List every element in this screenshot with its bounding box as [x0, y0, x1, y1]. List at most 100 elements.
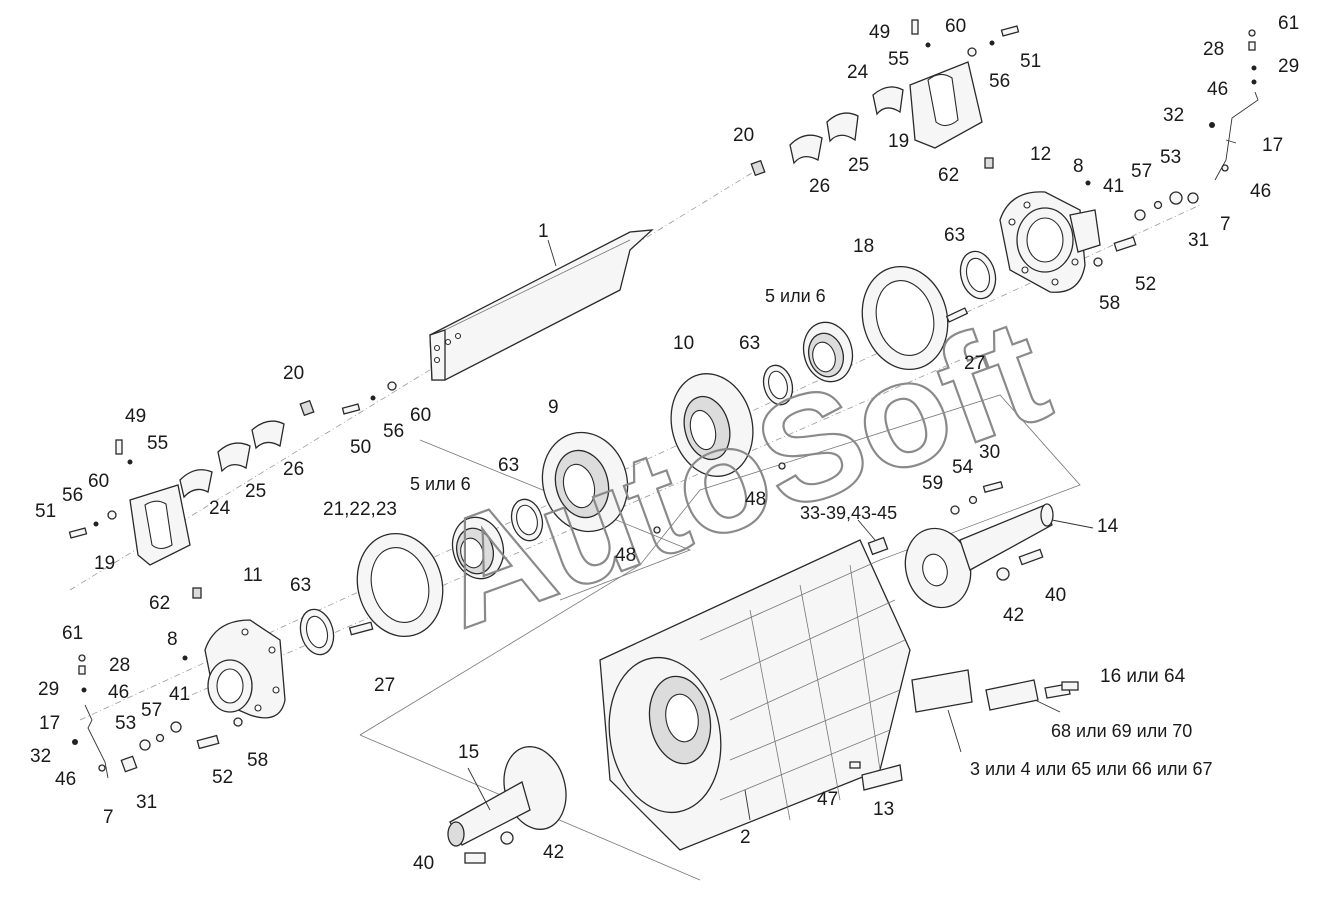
part-gasket-18 [861, 265, 949, 371]
callout-24-lower: 24 [209, 498, 231, 519]
callout-21-23: 21,22,23 [323, 499, 397, 520]
callout-41-right: 41 [1103, 176, 1124, 197]
callout-7-right: 7 [1220, 214, 1231, 235]
callout-16: 16 или 64 [1100, 666, 1186, 687]
callout-8-right: 8 [1073, 156, 1084, 177]
callout-3-67: 3 или 4 или 65 или 66 или 67 [970, 759, 1213, 779]
callout-2: 2 [740, 827, 751, 848]
callout-49-lower: 49 [125, 406, 146, 427]
callout-7-left: 7 [103, 807, 114, 828]
part-bearing-5-upper [802, 321, 854, 383]
callout-48-upper: 48 [745, 489, 766, 510]
callout-56-lower: 56 [62, 485, 83, 506]
part-housing-11 [204, 619, 286, 719]
part-flange-10 [670, 373, 754, 477]
callout-46-right-upper: 46 [1207, 79, 1228, 100]
part-drum-2 [599, 539, 911, 851]
callout-60-lower: 60 [88, 471, 109, 492]
callout-33-45: 33-39,43-45 [800, 503, 897, 523]
callout-46-left-lower: 46 [55, 769, 76, 790]
callout-51-upper: 51 [1020, 51, 1041, 72]
callout-62-lower: 62 [149, 593, 170, 614]
segments-left [179, 399, 315, 499]
segments-upper [750, 86, 904, 177]
part-bearing-5-lower [451, 516, 505, 580]
part-shaft-14 [904, 503, 1054, 609]
callout-5-upper: 5 или 6 [765, 286, 826, 306]
callout-11: 11 [243, 565, 263, 586]
callout-58-right: 58 [1099, 293, 1120, 314]
callout-46-right-lower: 46 [1250, 181, 1271, 202]
callout-53-left: 53 [115, 713, 136, 734]
callout-28-right: 28 [1203, 39, 1224, 60]
callout-26-upper: 26 [809, 176, 830, 197]
callout-52-right: 52 [1135, 274, 1156, 295]
callout-12: 12 [1030, 144, 1051, 165]
callout-17-right: 17 [1262, 135, 1283, 156]
callout-42-right: 42 [1003, 605, 1024, 626]
callout-68-70: 68 или 69 или 70 [1051, 721, 1192, 741]
callout-57-right: 57 [1131, 161, 1152, 182]
part-shaft-15 [447, 746, 567, 847]
callout-27-left: 27 [374, 675, 395, 696]
part-ring-63-mid [762, 364, 794, 406]
small-fasteners [68, 19, 1259, 864]
callout-20-lower: 20 [283, 363, 304, 384]
callout-55-upper: 55 [888, 49, 909, 70]
callout-10: 10 [673, 333, 694, 354]
callout-25-upper: 25 [848, 155, 869, 176]
callout-40-right: 40 [1045, 585, 1066, 606]
part-bracket-19-upper [909, 61, 994, 169]
callout-53-right: 53 [1160, 147, 1181, 168]
callout-5-lower: 5 или 6 [410, 474, 471, 494]
callout-24-upper: 24 [847, 62, 869, 83]
callout-54: 54 [952, 457, 974, 478]
callout-41-left: 41 [169, 684, 190, 705]
callout-19-lower: 19 [94, 553, 115, 574]
callout-48-lower: 48 [615, 545, 636, 566]
callout-29-left: 29 [38, 679, 59, 700]
callout-15: 15 [458, 742, 479, 763]
callout-18: 18 [853, 236, 874, 257]
callout-60-mid: 60 [410, 405, 431, 426]
callout-9: 9 [548, 397, 559, 418]
callout-63-lower: 63 [498, 455, 519, 476]
callout-13: 13 [873, 799, 894, 820]
callout-51-lower: 51 [35, 501, 56, 522]
callout-28-left: 28 [109, 655, 130, 676]
leader-lines [467, 139, 1237, 821]
callout-61-left: 61 [62, 623, 83, 644]
callout-42-left: 42 [543, 842, 564, 863]
callout-32-left: 32 [30, 746, 51, 767]
callout-31-left: 31 [136, 792, 157, 813]
callout-62-upper: 62 [938, 165, 959, 186]
part-housing-9 [541, 431, 629, 533]
part-cover-1 [429, 229, 654, 381]
callout-61-right: 61 [1278, 13, 1299, 34]
callout-47: 47 [817, 789, 838, 810]
callout-56-mid: 56 [383, 421, 404, 442]
callout-30: 30 [979, 442, 1000, 463]
callout-63-upper: 63 [944, 225, 965, 246]
callout-29-right: 29 [1278, 56, 1299, 77]
callout-56-upper: 56 [989, 71, 1010, 92]
callout-49-upper: 49 [869, 22, 890, 43]
callout-59: 59 [922, 473, 943, 494]
part-ring-63-left [299, 608, 335, 656]
callout-1: 1 [538, 221, 549, 242]
callout-14: 14 [1097, 516, 1119, 537]
callout-40-left: 40 [413, 853, 434, 874]
part-bracket-19-lower [129, 484, 202, 599]
callout-32-right: 32 [1163, 105, 1184, 126]
callout-52-left: 52 [212, 767, 233, 788]
callout-60-upper: 60 [945, 16, 966, 37]
callout-27-right: 27 [964, 353, 985, 374]
callout-19-upper: 19 [888, 131, 909, 152]
callout-25-lower: 25 [245, 481, 266, 502]
callout-20-upper: 20 [733, 125, 754, 146]
part-ring-63-upper [959, 250, 997, 300]
part-plate-13 [861, 764, 903, 791]
callout-63-mid: 63 [739, 333, 760, 354]
callout-50: 50 [350, 437, 371, 458]
